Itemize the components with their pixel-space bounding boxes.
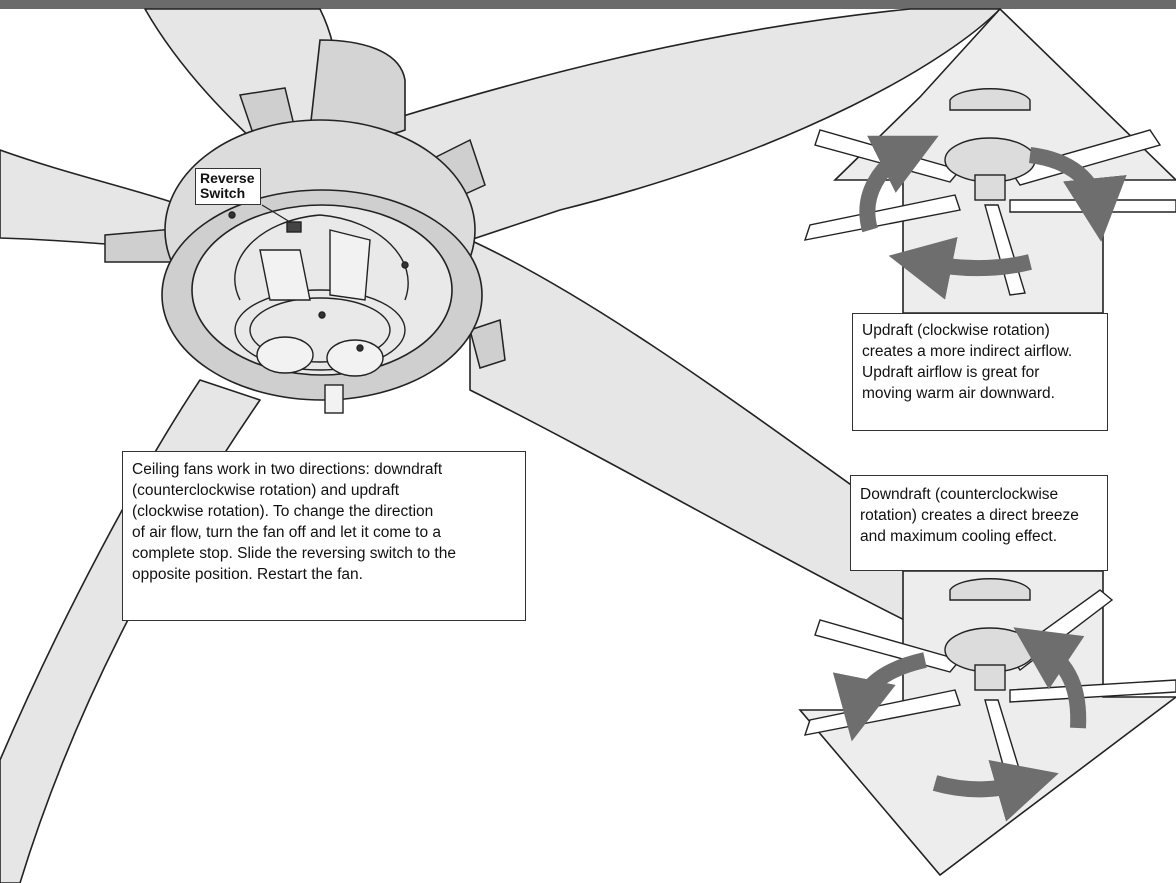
instruction-line: (clockwise rotation). To change the dire… (132, 501, 516, 522)
downdraft-rotation-arrow-bottom (935, 782, 1028, 789)
reverse-switch-label-line: Reverse (200, 170, 255, 186)
updraft-line: Updraft airflow is great for (862, 362, 1098, 383)
reverse-switch-label-line: Switch (200, 185, 245, 201)
updraft-rotation-arrow-bottom (920, 262, 1030, 268)
instruction-line: opposite position. Restart the fan. (132, 564, 516, 585)
downdraft-description: Downdraft (counterclockwise rotation) cr… (850, 475, 1108, 571)
instruction-line: of air flow, turn the fan off and let it… (132, 522, 516, 543)
fan-direction-instructions: Ceiling fans work in two directions: dow… (122, 451, 526, 621)
downdraft-diagram (800, 571, 1176, 875)
downdraft-line: and maximum cooling effect. (860, 526, 1098, 547)
instruction-line: complete stop. Slide the reversing switc… (132, 543, 516, 564)
reverse-switch-icon (287, 222, 301, 232)
instruction-line: (counterclockwise rotation) and updraft (132, 480, 516, 501)
updraft-line: moving warm air downward. (862, 383, 1098, 404)
downdraft-line: Downdraft (counterclockwise (860, 484, 1098, 505)
instruction-line: Ceiling fans work in two directions: dow… (132, 459, 516, 480)
updraft-line: creates a more indirect airflow. (862, 341, 1098, 362)
updraft-description: Updraft (clockwise rotation) creates a m… (852, 313, 1108, 431)
downdraft-line: rotation) creates a direct breeze (860, 505, 1098, 526)
updraft-line: Updraft (clockwise rotation) (862, 320, 1098, 341)
reverse-switch-label: Reverse Switch (195, 168, 261, 205)
